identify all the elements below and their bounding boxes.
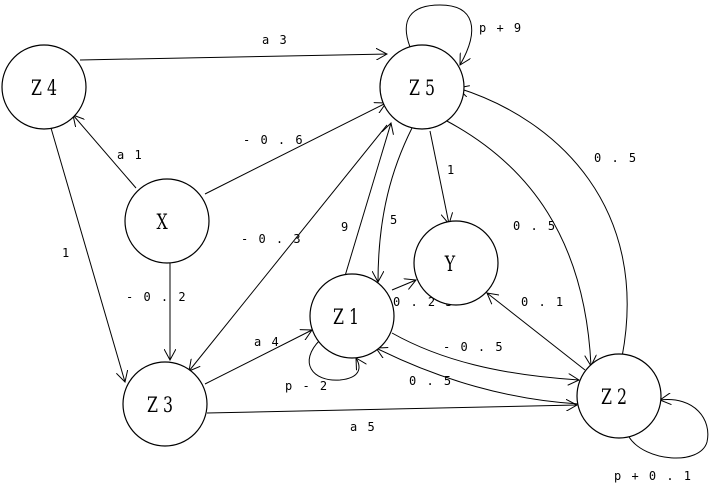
- edge-label-z4-z5: a 3: [262, 33, 288, 47]
- node-label-y: Y: [444, 253, 456, 277]
- node-label-z2: Z 2: [601, 386, 627, 410]
- edge-x-z5: [204, 103, 386, 195]
- node-z5: Z 5: [379, 44, 465, 130]
- edge-label-z5-y: 1: [447, 163, 456, 177]
- edge-label-z5-z1: 5: [390, 213, 399, 227]
- edge-z1-z5: [344, 123, 391, 277]
- edge-z2-y: [487, 293, 586, 371]
- edge-z3-z1: [204, 330, 312, 385]
- edge-label-x-z3: - 0 . 2: [126, 290, 187, 304]
- edge-z2-z1: [376, 348, 580, 405]
- node-z2: Z 2: [576, 353, 662, 439]
- edge-z5-z1: [378, 127, 413, 282]
- edges: [50, 4, 709, 459]
- edge-z2-z5: [458, 88, 628, 358]
- node-z3: Z 3: [122, 361, 208, 447]
- node-x: X: [124, 178, 210, 264]
- node-label-x: X: [157, 211, 169, 235]
- edge-z4-z3: [50, 127, 125, 382]
- edge-label-z2-z5: 0 . 5: [594, 151, 638, 165]
- node-y: Y: [413, 220, 499, 306]
- edge-label-z1-z5: 9: [341, 220, 350, 234]
- edge-label-x-z4: a 1: [117, 148, 143, 162]
- node-label-z4: Z 4: [31, 77, 57, 101]
- node-label-z1: Z 1: [333, 306, 359, 330]
- edge-z5-z2: [444, 119, 591, 366]
- edge-z3-z2: [206, 405, 577, 414]
- node-z4: Z 4: [1, 44, 87, 130]
- edge-z1-y: [391, 280, 416, 291]
- edge-z4-z5: [79, 54, 387, 61]
- edge-z1-self-loop: [308, 339, 359, 381]
- edge-label-z5-z2: 0 . 5: [513, 219, 557, 233]
- edge-labels: a 3 p + 9 a 1 - 0 . 6 1 - 0 . 2 9 5 1 - …: [62, 21, 693, 483]
- edge-z1-z2: [391, 332, 579, 380]
- edge-label-z3-z2: a 5: [350, 420, 376, 434]
- node-z1: Z 1: [309, 273, 395, 359]
- edge-z5-y: [429, 130, 449, 224]
- edge-z5-self-loop: [405, 4, 473, 65]
- node-label-z5: Z 5: [409, 77, 435, 101]
- edge-label-z2-y: 0 . 1: [521, 295, 565, 309]
- edge-label-z5-z3: - 0 . 3: [241, 232, 302, 246]
- edge-label-z3-z1: a 4: [254, 335, 280, 349]
- edge-label-z5-self: p + 9: [479, 21, 523, 35]
- edge-label-x-z5: - 0 . 6: [243, 133, 304, 147]
- node-label-z3: Z 3: [147, 394, 173, 418]
- edge-label-z1-z2: - 0 . 5: [443, 340, 504, 354]
- edge-label-z2-z1: 0 . 5: [409, 374, 453, 388]
- edge-z2-self-loop: [628, 400, 709, 459]
- edge-x-z4: [73, 115, 137, 189]
- edge-label-z2-self: p + 0 . 1: [614, 469, 693, 483]
- edge-label-z1-self: p - 2: [285, 379, 329, 393]
- edge-z5-z3: [189, 124, 388, 371]
- edge-label-z4-z3: 1: [62, 246, 71, 260]
